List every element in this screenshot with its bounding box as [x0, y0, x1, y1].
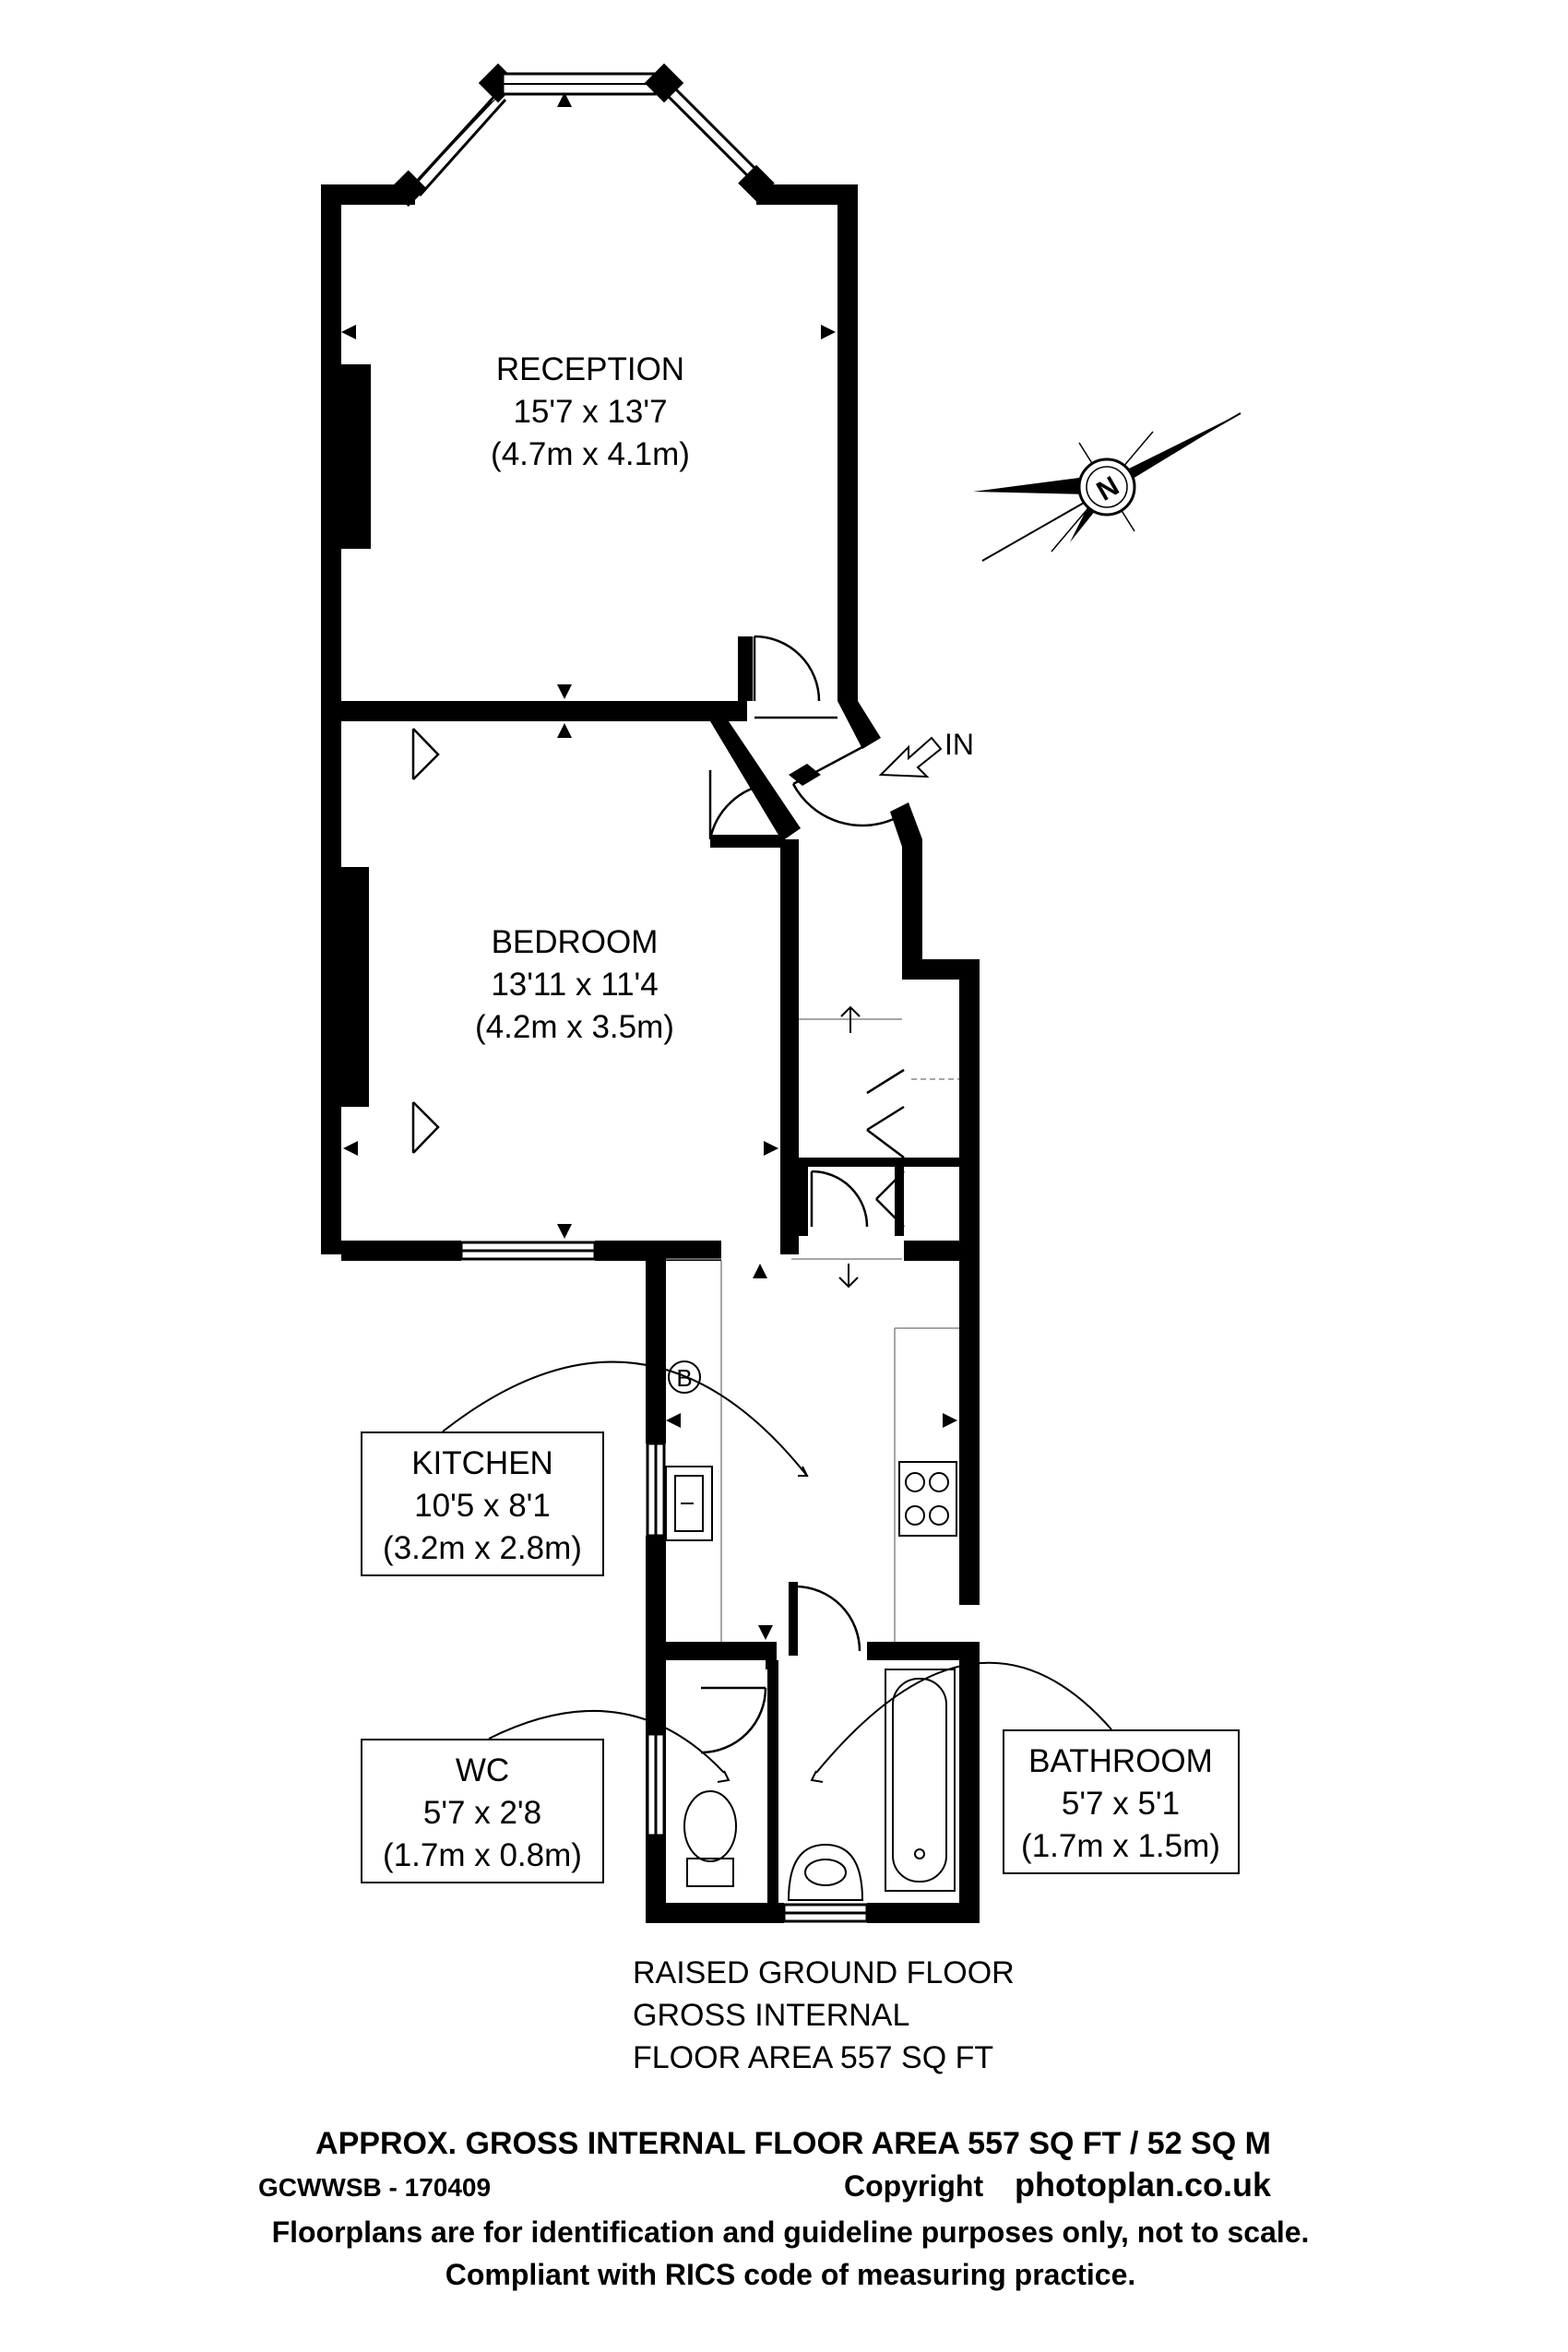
room-boundaries — [666, 1018, 959, 1642]
bath — [885, 1669, 956, 1892]
svg-text:RAISED GROUND FLOOR: RAISED GROUND FLOOR — [633, 1955, 1015, 1990]
boiler: B — [668, 1360, 701, 1394]
svg-text:(3.2m x 2.8m): (3.2m x 2.8m) — [383, 1530, 582, 1566]
hob — [898, 1461, 957, 1537]
entrance-label: IN — [944, 728, 974, 761]
basin — [787, 1843, 864, 1901]
windows — [459, 1241, 869, 1923]
small-arrows — [717, 1005, 861, 1783]
room-label-reception: RECEPTION 15'7 x 13'7 (4.7m x 4.1m) — [491, 351, 690, 472]
floor-info: RAISED GROUND FLOOR GROSS INTERNAL FLOOR… — [633, 1955, 1015, 2075]
svg-text:(1.7m x 1.5m): (1.7m x 1.5m) — [1021, 1828, 1220, 1864]
svg-text:BEDROOM: BEDROOM — [492, 924, 659, 960]
disclaimer-line-1: Floorplans are for identification and gu… — [272, 2215, 1310, 2249]
toilet — [683, 1790, 737, 1887]
brand-name: photoplan.co.uk — [1015, 2166, 1272, 2204]
measurement-arrows — [341, 92, 957, 1640]
svg-text:B: B — [676, 1364, 692, 1392]
compass-icon: N — [973, 412, 1241, 562]
room-label-bedroom: BEDROOM 13'11 x 11'4 (4.2m x 3.5m) — [475, 924, 674, 1045]
svg-text:10'5 x 8'1: 10'5 x 8'1 — [414, 1488, 551, 1524]
copyright-text: Copyright — [844, 2169, 983, 2203]
bay-window — [389, 63, 775, 208]
disclaimer-line-2: Compliant with RICS code of measuring pr… — [445, 2258, 1136, 2291]
svg-text:(4.2m x 3.5m): (4.2m x 3.5m) — [475, 1009, 674, 1045]
svg-text:GROSS INTERNAL: GROSS INTERNAL — [633, 1998, 909, 2033]
room-label-wc: WC 5'7 x 2'8 (1.7m x 0.8m) — [361, 1709, 725, 1883]
svg-text:KITCHEN: KITCHEN — [411, 1445, 553, 1481]
doors — [411, 635, 905, 1754]
svg-text:FLOOR AREA 557 SQ FT: FLOOR AREA 557 SQ FT — [633, 2040, 993, 2075]
room-label-kitchen: KITCHEN 10'5 x 8'1 (3.2m x 2.8m) — [361, 1360, 808, 1576]
svg-text:(1.7m x 0.8m): (1.7m x 0.8m) — [383, 1837, 582, 1873]
footer: APPROX. GROSS INTERNAL FLOOR AREA 557 SQ… — [258, 2126, 1309, 2291]
svg-text:5'7 x 2'8: 5'7 x 2'8 — [423, 1795, 541, 1831]
svg-text:RECEPTION: RECEPTION — [496, 351, 684, 387]
svg-text:BATHROOM: BATHROOM — [1028, 1743, 1213, 1779]
total-area: APPROX. GROSS INTERNAL FLOOR AREA 557 SQ… — [315, 2126, 1271, 2161]
svg-text:15'7 x 13'7: 15'7 x 13'7 — [513, 394, 667, 430]
svg-text:(4.7m x 4.1m): (4.7m x 4.1m) — [491, 436, 690, 472]
svg-text:13'11 x 11'4: 13'11 x 11'4 — [491, 967, 658, 1003]
reference-code: GCWWSB - 170409 — [258, 2173, 491, 2202]
entrance-arrow: IN — [878, 728, 974, 778]
svg-text:5'7 x 5'1: 5'7 x 5'1 — [1062, 1786, 1180, 1822]
svg-text:WC: WC — [456, 1752, 509, 1788]
kitchen-sink — [665, 1466, 713, 1541]
room-label-bathroom: BATHROOM 5'7 x 5'1 (1.7m x 1.5m) — [815, 1661, 1240, 1874]
